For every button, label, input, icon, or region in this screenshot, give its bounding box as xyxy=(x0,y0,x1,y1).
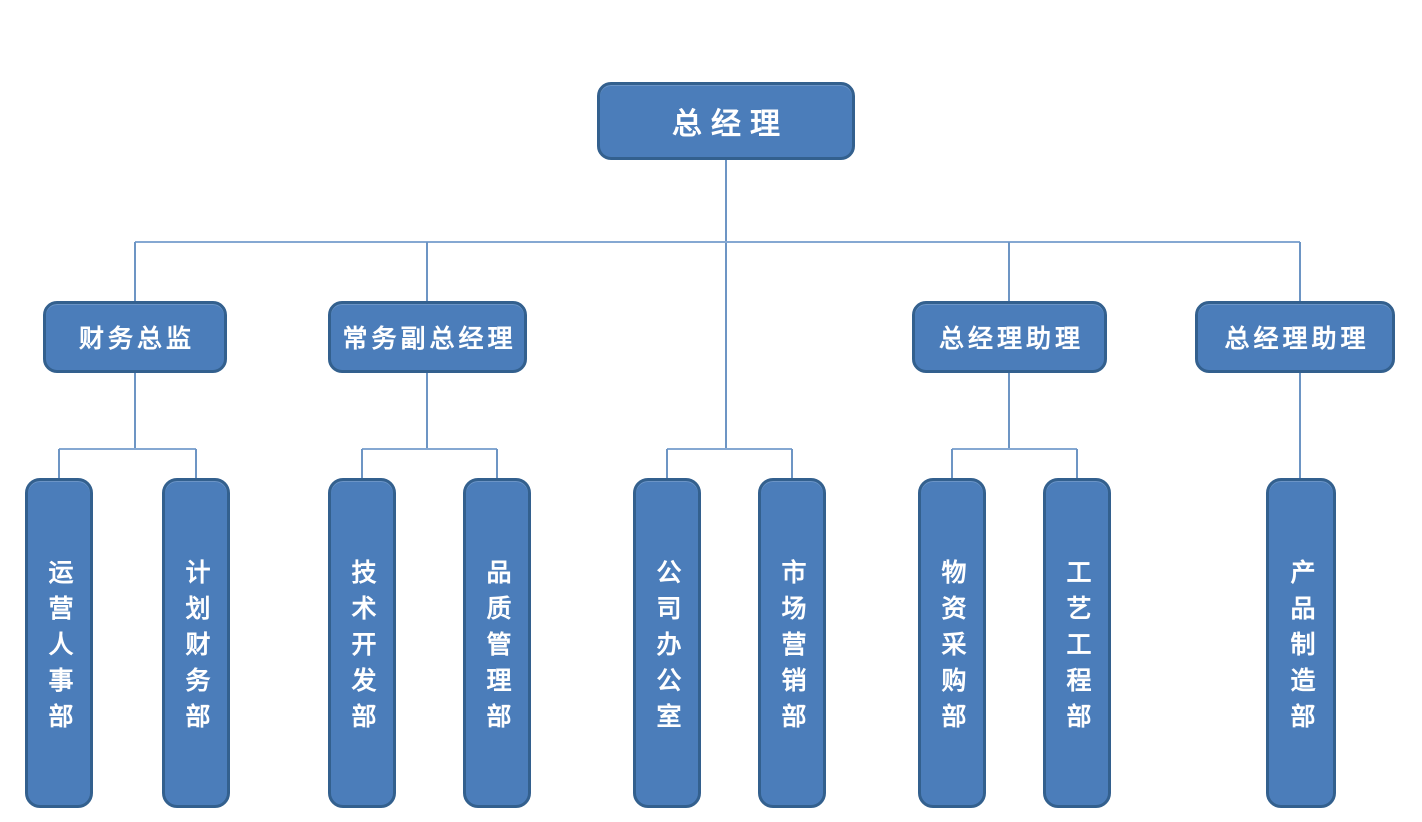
connector-line-finance-director-down xyxy=(134,373,136,449)
connector-line-splitter-1 xyxy=(59,448,196,450)
org-node-dept-quality-management: 品质管理部 xyxy=(463,478,531,808)
org-node-gm-assistant-1: 总经理助理 xyxy=(912,301,1107,373)
org-node-dept-company-office: 公司办公室 xyxy=(633,478,701,808)
org-node-dept-operations-hr: 运营人事部 xyxy=(25,478,93,808)
connector-line-child-drop xyxy=(791,449,793,478)
org-node-general-manager: 总经理 xyxy=(597,82,855,160)
org-node-dept-marketing: 市场营销部 xyxy=(758,478,826,808)
org-node-label: 总经理助理 xyxy=(938,324,1084,353)
org-node-dept-product-manufacturing: 产品制造部 xyxy=(1266,478,1336,808)
connector-line-bus xyxy=(135,241,1300,243)
org-node-label: 品质管理部 xyxy=(483,558,512,739)
connector-line-splitter-4 xyxy=(952,448,1077,450)
org-node-label: 公司办公室 xyxy=(653,558,682,739)
connector-line-child-drop xyxy=(666,449,668,478)
connector-line-splitter-2 xyxy=(362,448,497,450)
connector-line-drop-finance-director xyxy=(134,242,136,301)
org-node-label: 常务副总经理 xyxy=(342,324,517,353)
org-node-label: 运营人事部 xyxy=(45,558,74,739)
org-node-dept-material-purchasing: 物资采购部 xyxy=(918,478,986,808)
org-node-label: 工艺工程部 xyxy=(1063,558,1092,739)
org-node-gm-assistant-2: 总经理助理 xyxy=(1195,301,1395,373)
org-node-dept-tech-development: 技术开发部 xyxy=(328,478,396,808)
connector-line-child-drop xyxy=(1076,449,1078,478)
connector-line-child-drop xyxy=(361,449,363,478)
org-node-label: 市场营销部 xyxy=(778,558,807,739)
connector-line-splitter-3 xyxy=(667,448,792,450)
connector-line-child-drop xyxy=(951,449,953,478)
org-node-deputy-general-manager: 常务副总经理 xyxy=(328,301,527,373)
connector-line-drop-gm-assistant-1 xyxy=(1008,242,1010,301)
org-node-label: 总经理助理 xyxy=(1224,324,1370,353)
connector-line-gm-assistant-2-down xyxy=(1299,373,1301,478)
connector-line-gm-assistant-1-down xyxy=(1008,373,1010,449)
connector-line-drop-gm-assistant-2 xyxy=(1299,242,1301,301)
connector-line-child-drop xyxy=(58,449,60,478)
org-node-label: 总经理 xyxy=(672,107,789,142)
org-node-finance-director: 财务总监 xyxy=(43,301,227,373)
org-node-label: 物资采购部 xyxy=(938,558,967,739)
org-node-dept-process-engineering: 工艺工程部 xyxy=(1043,478,1111,808)
org-node-dept-planning-finance: 计划财务部 xyxy=(162,478,230,808)
org-node-label: 技术开发部 xyxy=(348,558,377,739)
connector-line-deputy-gm-down xyxy=(426,373,428,449)
org-node-label: 计划财务部 xyxy=(182,558,211,739)
connector-line-child-drop xyxy=(496,449,498,478)
org-node-label: 产品制造部 xyxy=(1287,558,1316,739)
org-node-label: 财务总监 xyxy=(78,324,195,353)
connector-line-drop-deputy-gm xyxy=(426,242,428,301)
connector-line-child-drop xyxy=(195,449,197,478)
connector-line-root-drop xyxy=(725,160,727,449)
